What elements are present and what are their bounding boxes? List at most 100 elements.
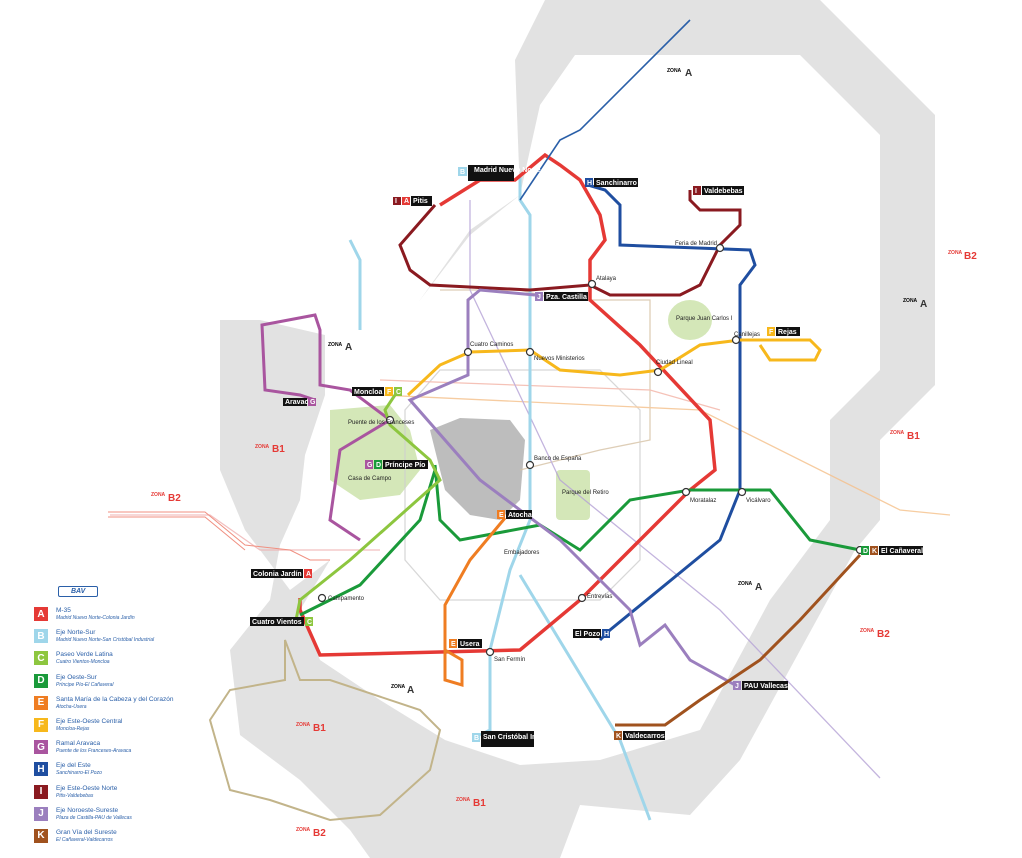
- line-e: [443, 517, 507, 688]
- line-k: [615, 553, 862, 727]
- legend-sub: Sanchinarro-El Pozo: [56, 770, 102, 777]
- svg-text:A: A: [404, 198, 409, 205]
- park-retiro-label: Parque del Retiro: [562, 490, 609, 496]
- svg-text:A: A: [920, 299, 927, 310]
- svg-text:ZONA: ZONA: [456, 797, 471, 803]
- station-campamento: Campamento: [328, 596, 365, 602]
- svg-text:E: E: [499, 512, 504, 519]
- terminal-valdecarros: Valdecarros: [625, 733, 665, 740]
- legend-name: Paseo Verde Latina: [56, 651, 113, 659]
- station-banco-espana: Banco de España: [534, 456, 582, 462]
- terminal-sanchinarro: Sanchinarro: [596, 180, 637, 187]
- legend-badge: C: [34, 651, 48, 666]
- svg-text:ZONA: ZONA: [903, 298, 918, 304]
- svg-text:B: B: [460, 169, 465, 176]
- svg-text:C: C: [396, 389, 401, 396]
- legend-sub: Príncipe Pío-El Cañaveral: [56, 681, 114, 688]
- legend-sub: Pitis-Valdebebas: [56, 792, 94, 799]
- station-moratalaz: Moratalaz: [690, 498, 716, 504]
- legend-sub: Puente de los Franceses-Aravaca: [56, 748, 132, 755]
- park-retiro: [556, 470, 590, 520]
- svg-text:C: C: [307, 619, 312, 626]
- station-labels: Feria de Madrid Atalaya Cuatro Caminos N…: [328, 241, 771, 663]
- svg-text:G: G: [310, 399, 316, 406]
- svg-text:B1: B1: [313, 723, 326, 734]
- legend-sub: Madrid Nuevo Norte-San Cristóbal Industr…: [56, 637, 155, 644]
- svg-text:D: D: [863, 548, 868, 555]
- line-blue-northeast: [519, 19, 691, 201]
- terminal-principe-pio: Príncipe Pío: [385, 462, 425, 469]
- terminal-aravaca: Aravaca: [285, 399, 312, 406]
- terminal-pitis: Pitis: [413, 198, 428, 205]
- zone-labels: ZONA A ZONA A ZONA A ZONA A ZONA A ZONA …: [151, 68, 977, 839]
- svg-text:F: F: [769, 329, 774, 336]
- legend-badge: B: [34, 629, 48, 644]
- svg-text:H: H: [587, 180, 592, 187]
- park-juan-carlos-label: Parque Juan Carlos I: [676, 316, 733, 322]
- line-i: [398, 190, 742, 297]
- park-juan-carlos: [668, 300, 712, 340]
- park-casa-de-campo-label: Casa de Campo: [348, 476, 392, 482]
- terminal-colonia-jardin: Colonia Jardín: [253, 571, 302, 578]
- station-ciudad-lineal: Ciudad Lineal: [656, 360, 693, 366]
- svg-text:ZONA: ZONA: [296, 722, 311, 728]
- legend-badge: K: [34, 828, 48, 843]
- legend-name: Santa María de la Cabeza y del Corazón: [56, 695, 174, 703]
- svg-text:A: A: [345, 342, 352, 353]
- svg-text:K: K: [616, 733, 621, 740]
- svg-text:F: F: [387, 389, 392, 396]
- line-d: [299, 464, 861, 617]
- station-markers: [317, 243, 865, 657]
- legend-badge: E: [34, 695, 48, 710]
- svg-text:ZONA: ZONA: [296, 827, 311, 833]
- svg-text:B1: B1: [473, 798, 486, 809]
- svg-text:D: D: [376, 462, 381, 469]
- svg-text:B2: B2: [964, 251, 977, 262]
- legend-sub: Moncloa-Rejas: [56, 725, 90, 732]
- terminal-madrid-nuevo-norte: Madrid Nuevo Norte: [474, 167, 541, 174]
- line-h: [587, 183, 757, 642]
- light-red-line: [108, 511, 330, 561]
- line-olive-loop: [208, 639, 442, 822]
- legend-badge: J: [34, 806, 48, 821]
- legend-name: Eje Este-Oeste Norte: [56, 784, 118, 792]
- legend-name: Ramal Aravaca: [56, 740, 101, 748]
- station-atalaya: Atalaya: [596, 276, 617, 282]
- terminal-valdebebas: Valdebebas: [704, 188, 743, 195]
- svg-text:ZONA: ZONA: [948, 250, 963, 256]
- station-nuevos-ministerios: Nuevos Ministerios: [534, 356, 585, 362]
- svg-text:A: A: [407, 685, 414, 696]
- station-cuatro-caminos: Cuatro Caminos: [470, 342, 513, 348]
- terminal-cuatro-vientos: Cuatro Vientos: [252, 619, 302, 626]
- svg-text:B1: B1: [907, 431, 920, 442]
- svg-text:ZONA: ZONA: [860, 628, 875, 634]
- svg-text:ZONA: ZONA: [890, 430, 905, 436]
- svg-text:B2: B2: [877, 629, 890, 640]
- terminal-el-canaveral: El Cañaveral: [881, 548, 923, 555]
- legend-sub: El Cañaveral-Valdecarros: [56, 836, 113, 843]
- svg-text:H: H: [604, 631, 609, 638]
- legend-title: BAV: [58, 586, 99, 597]
- svg-text:A: A: [755, 582, 762, 593]
- station-san-fermin: San Fermín: [494, 657, 525, 663]
- svg-text:K: K: [872, 548, 877, 555]
- svg-text:A: A: [306, 571, 311, 578]
- svg-text:ZONA: ZONA: [391, 684, 406, 690]
- station-feria-madrid: Feria de Madrid: [675, 241, 717, 247]
- legend-badge: G: [34, 740, 48, 755]
- terminal-san-cristobal: San Cristóbal Industrial: [483, 734, 562, 741]
- line-c: [293, 394, 442, 626]
- terminal-usera: Usera: [460, 641, 480, 648]
- line-a: [298, 152, 717, 657]
- svg-text:ZONA: ZONA: [255, 444, 270, 450]
